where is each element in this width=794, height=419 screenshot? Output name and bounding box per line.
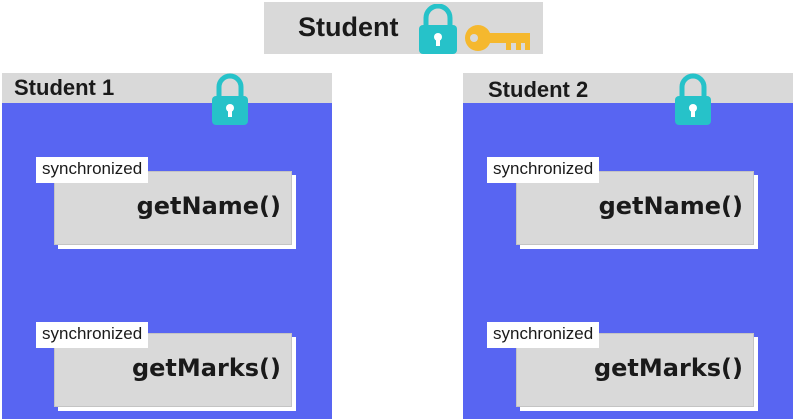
class-header: Student <box>264 2 543 54</box>
lock-icon <box>212 73 248 125</box>
instance-panel-student-2: Student 2 getName() synchronized getMark… <box>463 73 793 419</box>
key-icon <box>465 25 530 51</box>
synchronized-tag: synchronized <box>36 322 149 348</box>
class-title: Student <box>298 12 399 42</box>
instance-title: Student 2 <box>488 77 589 102</box>
synchronized-tag: synchronized <box>487 157 600 183</box>
method-name: getName() <box>598 192 743 220</box>
instance-header <box>463 73 793 103</box>
method-card-getname: getName() <box>516 171 754 245</box>
lock-icon <box>419 4 457 54</box>
instance-header <box>2 73 332 103</box>
lock-icon <box>675 73 711 125</box>
instance-title: Student 1 <box>14 75 115 100</box>
method-name: getMarks() <box>593 354 743 382</box>
synchronized-tag: synchronized <box>36 157 149 183</box>
instance-panel-student-1: Student 1 getName() synchronized getMark… <box>2 73 332 419</box>
method-name: getName() <box>136 192 281 220</box>
method-card-getname: getName() <box>54 171 292 245</box>
synchronized-tag: synchronized <box>487 322 600 348</box>
method-name: getMarks() <box>131 354 281 382</box>
